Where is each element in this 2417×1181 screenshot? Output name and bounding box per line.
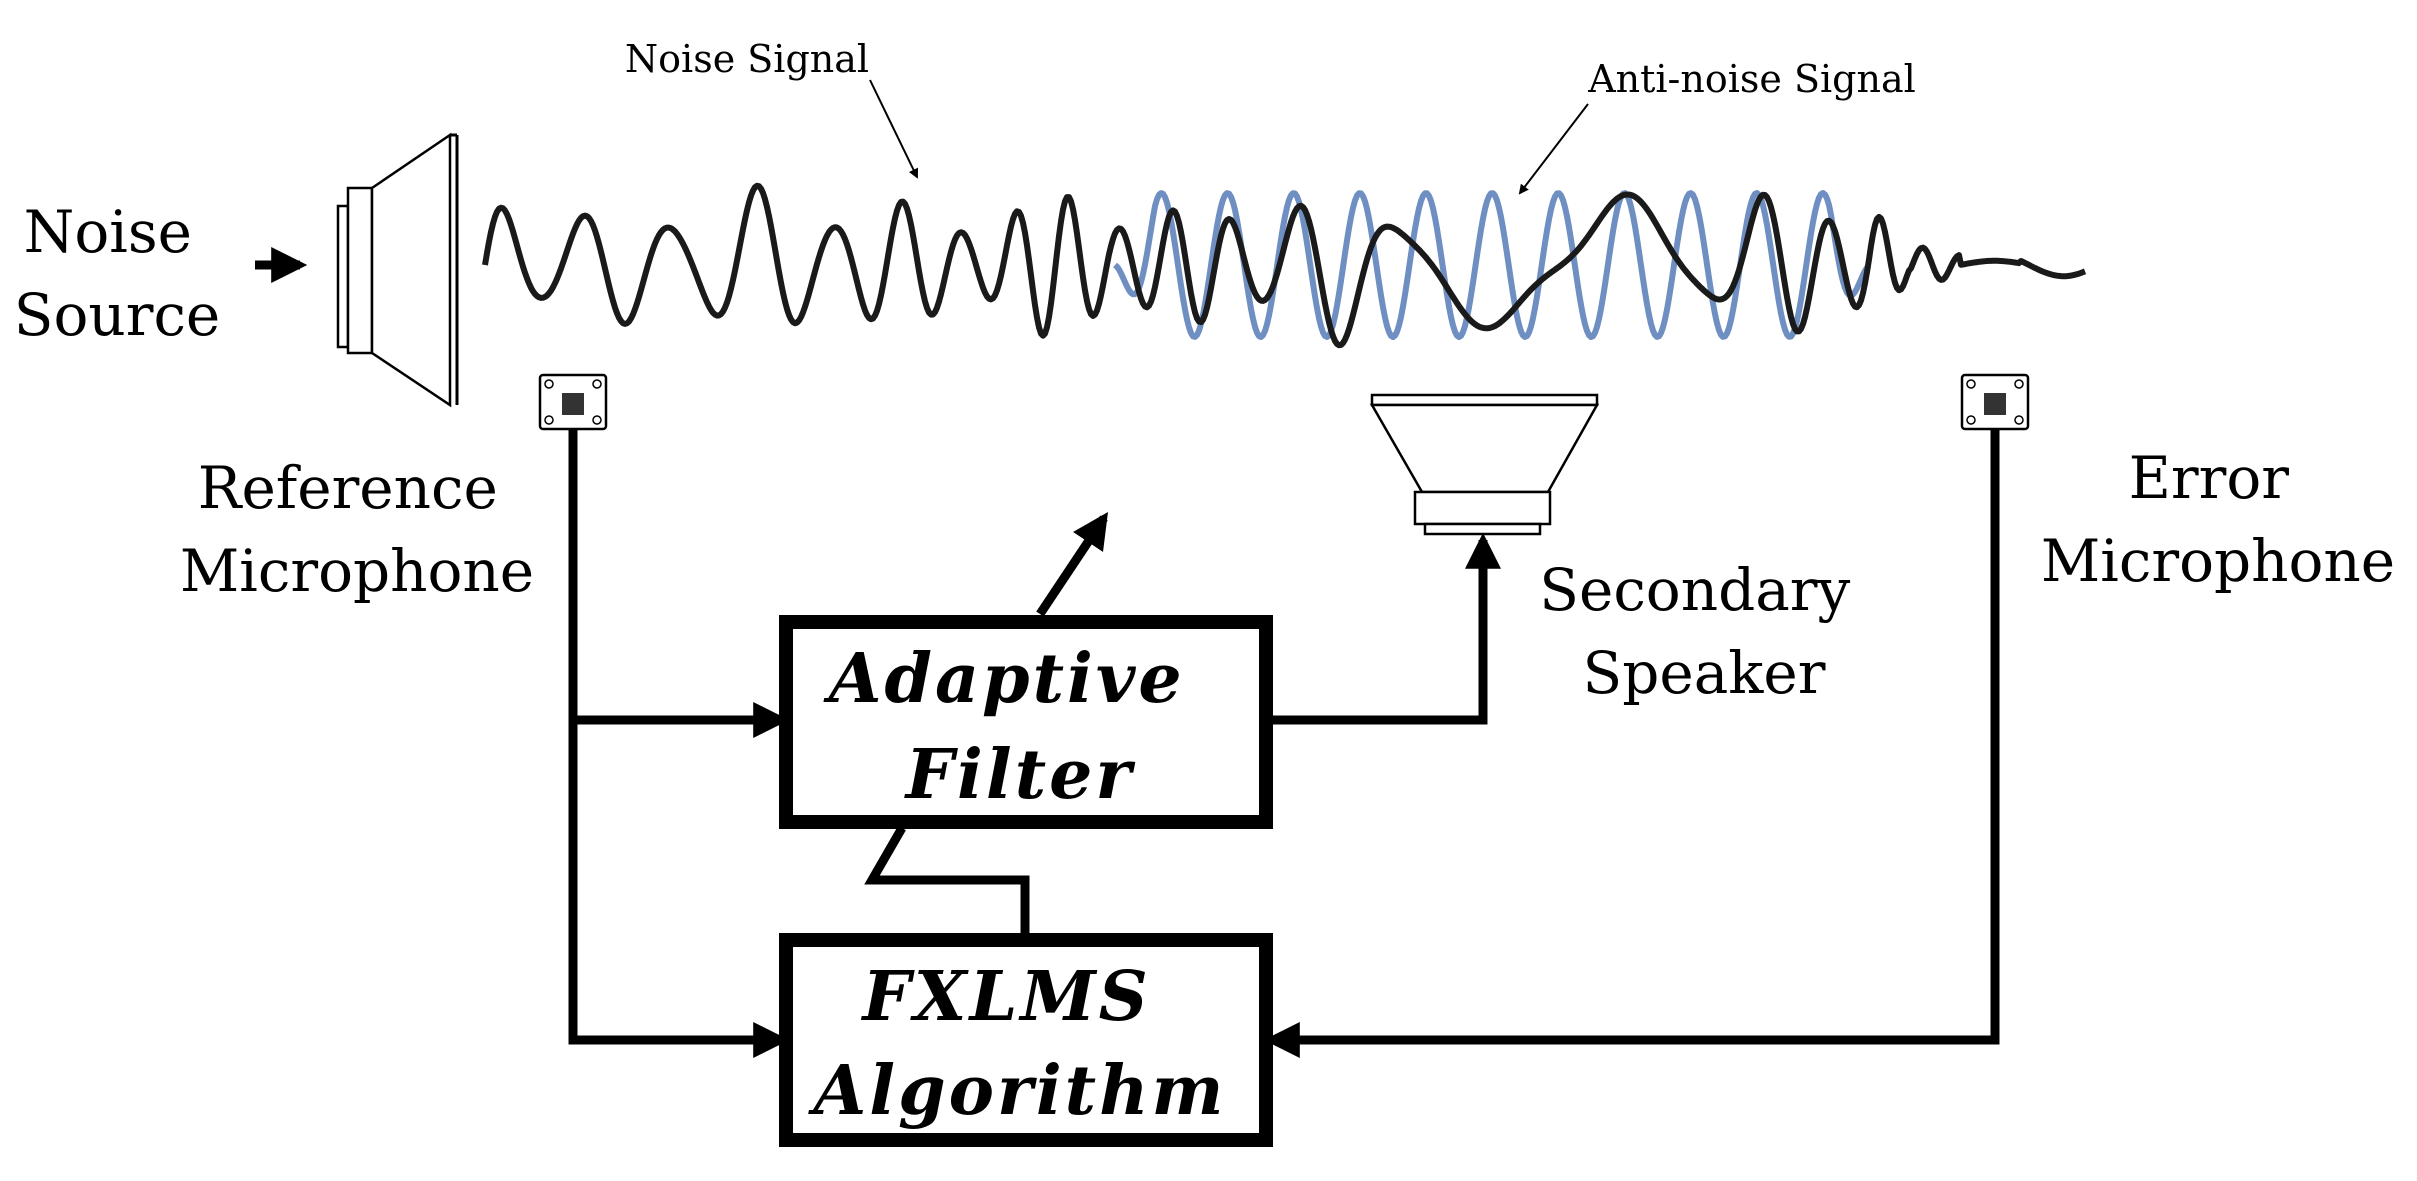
noise-source-label: Noise Source — [14, 198, 221, 349]
noise-source-speaker-icon — [336, 132, 459, 408]
error-microphone-label: Error Microphone — [2041, 444, 2395, 595]
error-to-fxlms-line — [1263, 429, 2000, 1058]
reference-microphone-icon — [538, 373, 608, 431]
fxlms-algorithm-block — [779, 933, 1273, 1147]
adaptation-arrow — [1036, 512, 1108, 617]
anti-noise-signal-label: Anti-noise Signal — [1587, 57, 1916, 101]
noise-wave — [482, 182, 2087, 349]
secondary-speaker-icon — [1369, 393, 1600, 536]
reference-microphone-label: Reference Microphone — [180, 454, 534, 605]
secondary-speaker-label: Secondary Speaker — [1539, 556, 1868, 707]
filter-to-speaker-line — [1271, 532, 1501, 725]
anti-noise-signal-pointer — [1518, 103, 1589, 195]
reference-to-filter-line — [568, 429, 790, 738]
error-microphone-icon — [1960, 373, 2030, 431]
adaptive-filter-label: Adaptive Filter — [823, 639, 1212, 815]
reference-to-fxlms-line — [568, 715, 790, 1058]
fxlms-update-line — [864, 825, 1030, 933]
fxlms-algorithm-label: FXLMS Algorithm — [808, 957, 1227, 1131]
noise-signal-pointer — [869, 79, 919, 179]
noise-signal-label: Noise Signal — [625, 37, 869, 81]
